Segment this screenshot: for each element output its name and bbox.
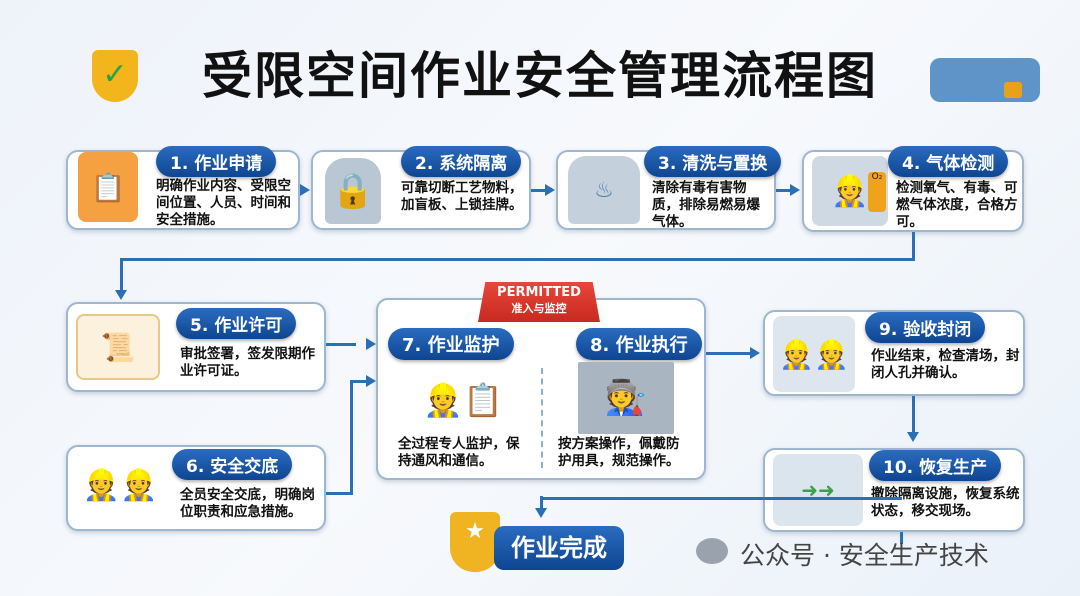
watermark: 公众号 · 安全生产技术 xyxy=(740,541,989,570)
permit-monitor-panel: 7. 作业监护 8. 作业执行 👷📋 🧑‍🏭 全过程专人监护，保持通风和通信。 … xyxy=(376,298,706,480)
tank-pipe-blower-icon: ♨ xyxy=(568,156,640,224)
step-card-4: 👷 O₂ 4. 气体检测 检测氧气、有毒、可燃气体浓度，合格方可。 xyxy=(802,146,1024,232)
arrow-icon xyxy=(545,184,555,196)
step-desc: 检测氧气、有毒、可燃气体浓度，合格方可。 xyxy=(896,180,1018,230)
step-desc: 明确作业内容、受限空间位置、人员、时间和安全措施。 xyxy=(156,178,291,228)
step-desc: 按方案操作，佩戴防护用具，规范操作。 xyxy=(558,436,680,469)
wechat-icon xyxy=(696,538,728,564)
clipboard-pen-icon: 📋 xyxy=(78,152,138,222)
pipe-valve-icon xyxy=(930,58,1040,102)
padlock-icon xyxy=(1004,82,1022,98)
step-title: 8. 作业执行 xyxy=(576,328,702,360)
permitted-sublabel: 准入与监控 xyxy=(511,302,567,315)
step-desc: 可靠切断工艺物料，加盲板、上锁挂牌。 xyxy=(401,180,523,213)
gas-detector-display: O₂ xyxy=(868,172,886,212)
page-title: 受限空间作业安全管理流程图 xyxy=(202,47,878,105)
arrow-icon xyxy=(300,184,310,196)
step-title: 6. 安全交底 xyxy=(172,449,293,480)
step-title: 10. 恢复生产 xyxy=(869,450,1002,481)
step-card-1: 📋 1. 作业申请 明确作业内容、受限空间位置、人员、时间和安全措施。 xyxy=(66,146,300,230)
step-title: 3. 清洗与置换 xyxy=(644,146,782,177)
shield-check-icon: ✓ xyxy=(92,50,138,102)
step-desc: 撤除隔离设施，恢复系统状态，移交现场。 xyxy=(871,486,1020,519)
supervisor-ventilation-icon: 👷📋 xyxy=(423,381,503,419)
step-title: 5. 作业许可 xyxy=(176,308,297,339)
safety-briefing-group-icon: 👷👷 xyxy=(82,467,158,503)
step-card-9: 👷👷 9. 验收封闭 作业结束，检查清场，封闭人孔并确认。 xyxy=(763,310,1025,396)
arrow-icon xyxy=(790,184,800,196)
permitted-label: PERMITTED xyxy=(497,285,581,300)
divider xyxy=(541,368,543,468)
step-title: 9. 验收封闭 xyxy=(865,312,986,343)
finish-badge: 作业完成 xyxy=(494,526,624,570)
arrow-icon xyxy=(907,432,919,442)
arrow-icon xyxy=(535,508,547,518)
step-title: 1. 作业申请 xyxy=(156,146,277,177)
arrow-icon xyxy=(366,375,376,387)
arrow-icon xyxy=(115,290,127,300)
permitted-banner: PERMITTED 准入与监控 xyxy=(478,282,600,322)
step-card-10: ➜➜ 10. 恢复生产 撤除隔离设施，恢复系统状态，移交现场。 xyxy=(763,448,1025,532)
step-desc: 清除有毒有害物质，排除易燃易爆气体。 xyxy=(652,180,760,230)
step-title: 2. 系统隔离 xyxy=(401,146,522,177)
step-title: 7. 作业监护 xyxy=(388,328,514,360)
step-title: 4. 气体检测 xyxy=(888,146,1009,177)
arrow-icon xyxy=(750,347,760,359)
tank-lock-icon: 🔒 xyxy=(325,158,381,224)
step-card-3: ♨ 3. 清洗与置换 清除有毒有害物质，排除易燃易爆气体。 xyxy=(556,146,782,230)
step-card-6: 👷👷 6. 安全交底 全员安全交底，明确岗位职责和应急措施。 xyxy=(66,445,326,531)
inspection-manhole-icon: 👷👷 xyxy=(773,316,855,392)
arrow-icon xyxy=(366,338,376,350)
step-card-2: 🔒 2. 系统隔离 可靠切断工艺物料，加盲板、上锁挂牌。 xyxy=(311,146,531,230)
certificate-icon: 📜 xyxy=(76,314,160,380)
step-desc: 全员安全交底，明确岗位职责和应急措施。 xyxy=(180,487,315,520)
step-desc: 全过程专人监护，保持通风和通信。 xyxy=(398,436,520,469)
trophy-icon: ★ xyxy=(450,512,500,572)
step-desc: 审批签署，签发限期作业许可证。 xyxy=(180,346,315,379)
pipeline-flow-icon: ➜➜ xyxy=(773,454,863,526)
step-desc: 作业结束，检查清场，封闭人孔并确认。 xyxy=(871,348,1020,381)
worker-respirator-icon: 🧑‍🏭 xyxy=(578,362,674,434)
step-card-5: 📜 5. 作业许可 审批签署，签发限期作业许可证。 xyxy=(66,302,326,392)
